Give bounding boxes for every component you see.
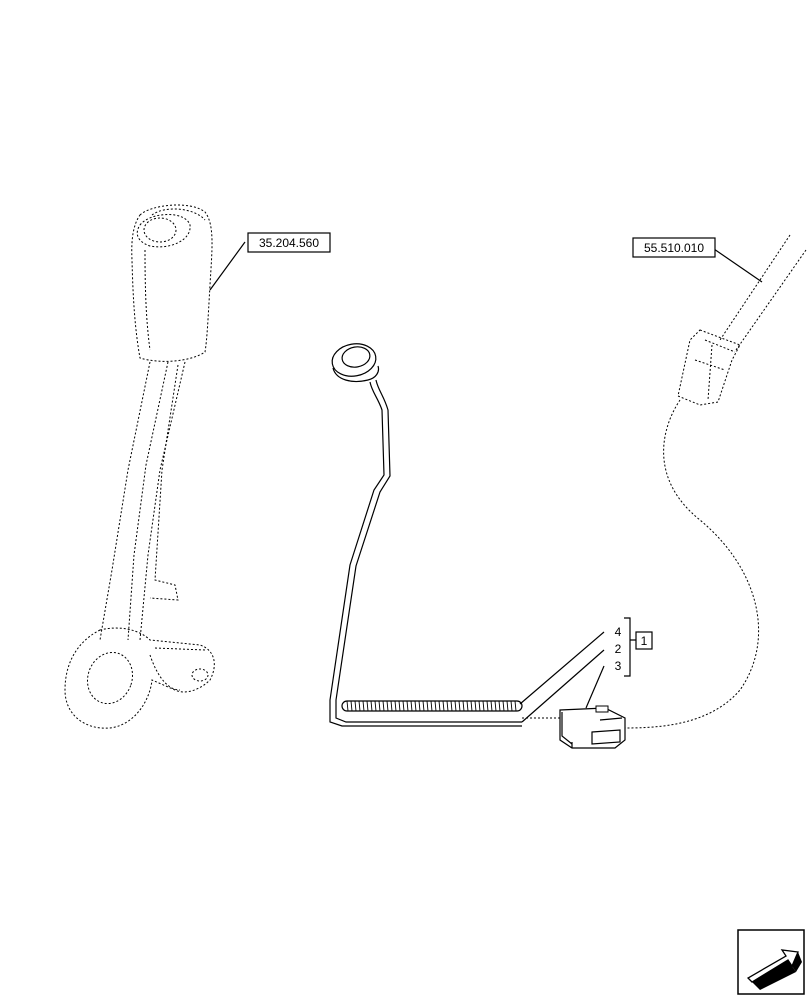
harness-connector-body bbox=[677, 329, 741, 406]
lever-pivot-hole bbox=[86, 651, 134, 705]
next-page-arrow-icon[interactable] bbox=[737, 929, 805, 995]
callout-2: 2 bbox=[615, 642, 622, 656]
callout-4-leader bbox=[519, 631, 605, 705]
lever-foot-tab bbox=[149, 647, 206, 691]
harness-ref-leader bbox=[713, 248, 763, 283]
gear-lever-assembly bbox=[64, 204, 215, 729]
corrugated-sleeve bbox=[341, 700, 523, 712]
lever-rod bbox=[149, 364, 179, 601]
button-cable-b bbox=[335, 379, 522, 723]
harness-wire-to-connector bbox=[624, 399, 760, 729]
harness-cable-2 bbox=[735, 249, 807, 351]
lever-knob-cap bbox=[143, 217, 177, 243]
callout-2-leader bbox=[521, 649, 605, 723]
lever-shaft-outer bbox=[99, 361, 151, 641]
lever-shaft-inner bbox=[139, 361, 186, 641]
harness-connector bbox=[559, 705, 626, 749]
callout-group-bracket bbox=[624, 617, 636, 677]
callout-group-text: 1 bbox=[641, 634, 648, 648]
callout-3: 3 bbox=[615, 659, 622, 673]
lever-ref-text: 35.204.560 bbox=[259, 236, 319, 250]
lever-foot-hole bbox=[191, 668, 209, 682]
button-cable-a bbox=[329, 381, 522, 727]
harness-ref-label: 55.510.010 bbox=[632, 237, 716, 258]
switch-button-assembly bbox=[329, 343, 626, 749]
lever-shaft-mid bbox=[127, 361, 169, 641]
lever-knob bbox=[131, 204, 213, 362]
callout-group-label: 1 bbox=[635, 631, 653, 650]
lever-ref-leader bbox=[209, 241, 246, 291]
lever-foot bbox=[64, 627, 215, 729]
lever-knob-shading bbox=[144, 208, 206, 351]
callout-3-leader bbox=[585, 665, 605, 709]
harness-ref-text: 55.510.010 bbox=[644, 241, 704, 255]
callout-4: 4 bbox=[615, 625, 622, 639]
lever-knob-top bbox=[136, 214, 191, 248]
harness-cable-1 bbox=[719, 234, 791, 341]
button-cap bbox=[341, 346, 371, 368]
harness-connector-detail bbox=[694, 339, 736, 401]
button-body bbox=[332, 365, 380, 383]
lever-ref-label: 35.204.560 bbox=[247, 232, 331, 253]
button-rim bbox=[331, 343, 377, 377]
main-harness bbox=[624, 234, 807, 729]
